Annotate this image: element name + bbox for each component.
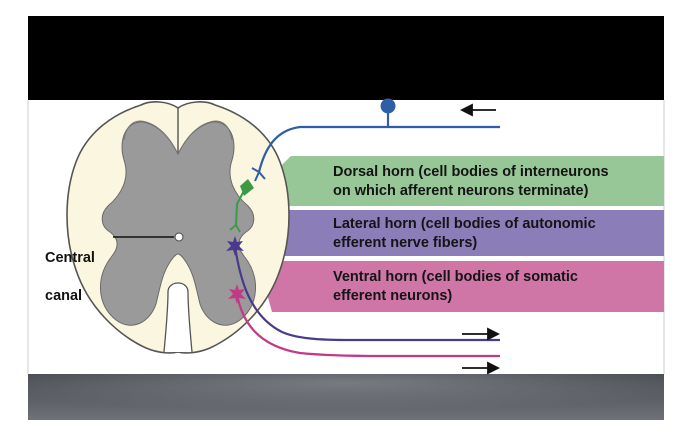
central-canal-label-line-2: canal xyxy=(45,288,83,304)
afferent-cell-body xyxy=(380,98,396,114)
ventral-horn-label-line-2: efferent neurons) xyxy=(333,288,453,304)
lateral-horn-label-line-2: efferent nerve fibers) xyxy=(333,235,478,251)
dorsal-horn-band xyxy=(240,156,664,206)
lateral-horn-label-line-1: Lateral horn (cell bodies of autonomic xyxy=(333,216,596,232)
autonomic-cell-body xyxy=(226,236,244,256)
outgoing-arrow-2 xyxy=(462,361,501,375)
central-canal-label-line-1: Central xyxy=(45,250,95,266)
incoming-arrow xyxy=(459,103,496,117)
gray-matter xyxy=(99,121,257,326)
lateral-horn-band xyxy=(238,210,664,256)
afferent-neuron xyxy=(257,125,500,173)
autonomic-neuron xyxy=(233,245,500,342)
ventral-horn-label: Ventral horn (cell bodies of somatic eff… xyxy=(333,268,578,306)
ventral-fissure xyxy=(163,282,193,353)
dorsal-horn-label-line-1: Dorsal horn (cell bodies of interneurons xyxy=(333,164,609,180)
dorsal-horn-label: Dorsal horn (cell bodies of interneurons… xyxy=(333,163,609,201)
interneuron-cell-body xyxy=(240,179,254,196)
somatic-cell-body xyxy=(228,284,246,304)
central-canal-label: Central canal xyxy=(45,230,95,306)
dorsal-horn-label-line-2: on which afferent neurons terminate) xyxy=(333,183,589,199)
ventral-horn-band xyxy=(258,261,664,312)
somatic-neuron xyxy=(235,293,500,358)
lateral-horn-label: Lateral horn (cell bodies of autonomic e… xyxy=(333,215,596,253)
top-bar xyxy=(28,16,664,100)
ventral-horn-label-line-1: Ventral horn (cell bodies of somatic xyxy=(333,269,578,285)
central-canal xyxy=(174,232,184,242)
outgoing-arrow-1 xyxy=(462,327,501,341)
